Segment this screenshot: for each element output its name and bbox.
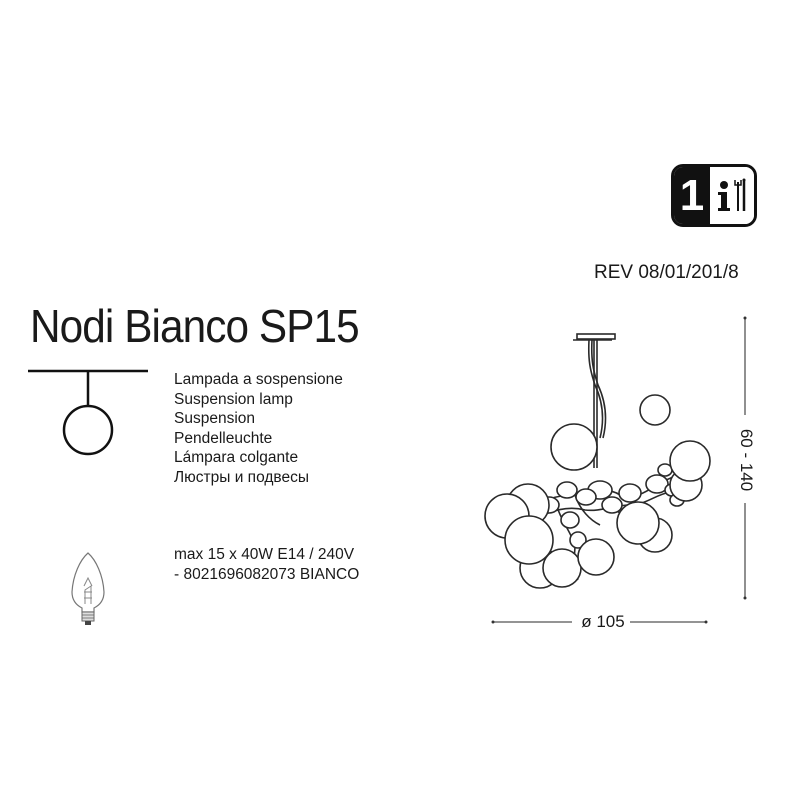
revision-label: REV 08/01/201/8 [594, 262, 739, 283]
spec-power: max 15 x 40W E14 / 240V [174, 546, 355, 563]
description-de: Pendelleuchte [174, 429, 273, 447]
product-title: Nodi Bianco SP15 [30, 300, 360, 352]
description-list: Lampada a sospensione Suspension lamp Su… [174, 370, 343, 487]
diameter-dimension-label: ø 105 [581, 612, 625, 631]
height-dimension-label: 60 - 140 [737, 428, 756, 492]
description-en: Suspension lamp [174, 390, 293, 408]
description-ru: Люстры и подвесы [174, 468, 309, 486]
sheet-count: 1 [674, 167, 710, 224]
instruction-sheet-icon: 1 [671, 164, 757, 227]
specs-list: max 15 x 40W E14 / 240V - 8021696082073 … [174, 545, 359, 584]
description-it: Lampada a sospensione [174, 371, 343, 388]
spec-ean-code: - 8021696082073 BIANCO [174, 565, 360, 583]
description-fr: Suspension [174, 410, 256, 427]
info-tools-icon [718, 178, 746, 211]
description-es: Lámpara colgante [174, 449, 299, 466]
